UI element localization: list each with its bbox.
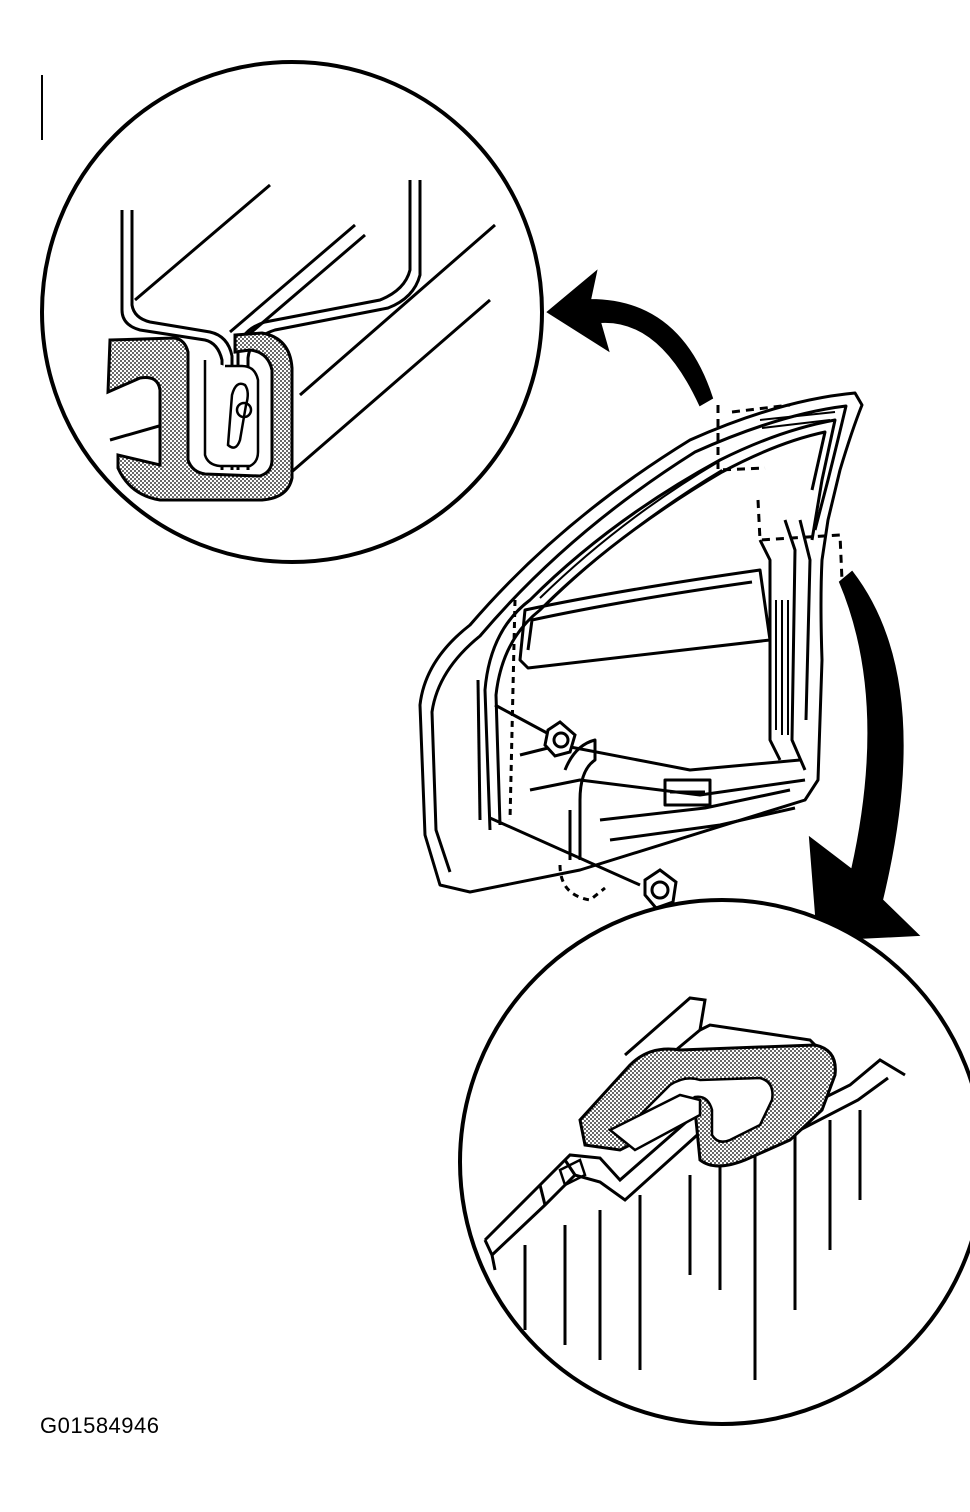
mounting-bolts: [489, 703, 678, 910]
lower-detail-circle: [458, 898, 970, 1426]
upper-callout-arrow: [546, 269, 714, 407]
figure-code: G01584946: [40, 1413, 160, 1438]
bolt-upper: [543, 720, 577, 758]
upper-detail-circle: [40, 60, 544, 564]
door-frame: [418, 391, 864, 902]
bolt-lower: [643, 868, 678, 910]
lower-callout-arrow: [808, 570, 921, 942]
